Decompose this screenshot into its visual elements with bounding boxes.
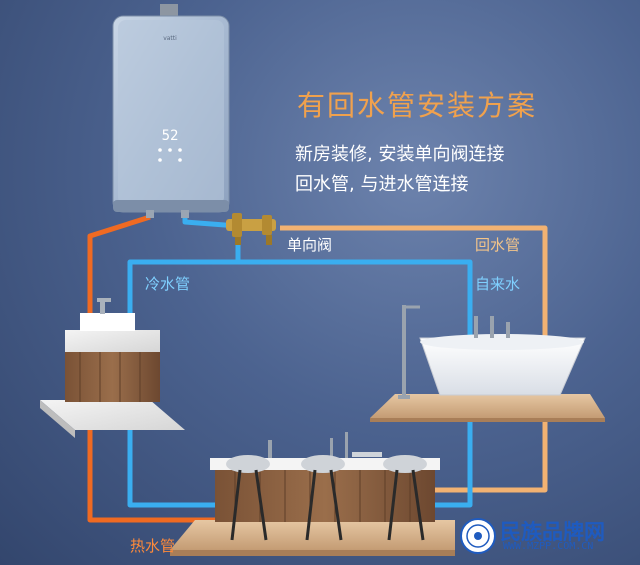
kitchen-island	[170, 432, 455, 556]
return-pipe-label: 回水管	[475, 236, 521, 254]
check-valve-label: 单向阀	[287, 236, 333, 254]
watermark-url: WWW.MZPP.COM.CN	[503, 541, 594, 552]
tap-water-label: 自来水	[475, 275, 521, 293]
hot-pipe-label: 热水管	[130, 537, 176, 555]
bar-stool	[301, 455, 345, 541]
svg-text:52: 52	[162, 128, 179, 144]
diagram-title: 有回水管安装方案	[297, 89, 538, 122]
bar-stool	[226, 455, 270, 541]
svg-text:vatti: vatti	[163, 35, 177, 42]
check-valve	[226, 213, 276, 245]
description-line: 新房装修, 安装单向阀连接	[295, 144, 505, 165]
bar-stool	[383, 455, 427, 541]
bathtub-area	[370, 305, 605, 422]
watermark-name: 民族品牌网	[500, 520, 605, 544]
watermark-seal-icon	[460, 518, 496, 554]
sink-cabinet	[40, 298, 185, 438]
cold-pipe-label: 冷水管	[145, 275, 191, 293]
description-line: 回水管, 与进水管连接	[295, 174, 469, 195]
water-heater: vatti 52	[112, 4, 230, 218]
